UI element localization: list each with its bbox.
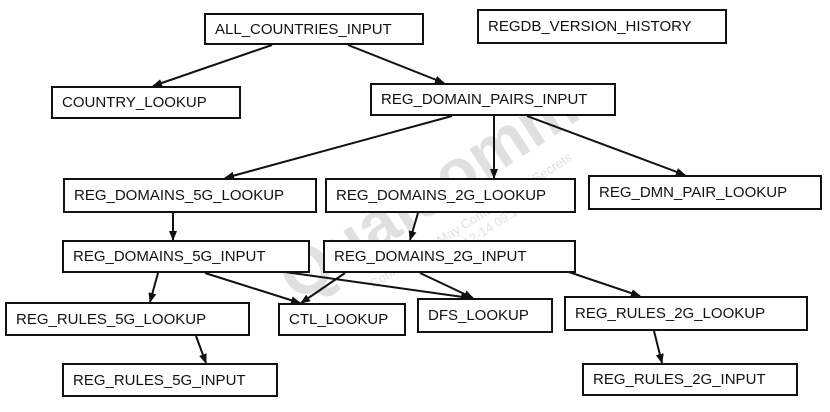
node-reg-rules-2g-input: REG_RULES_2G_INPUT <box>582 363 798 396</box>
node-label: REG_DOMAINS_2G_INPUT <box>334 248 527 265</box>
edge-reg-domain-pairs-input-to-reg-domains-5g-lookup <box>224 115 453 180</box>
node-reg-dmn-pair-lookup: REG_DMN_PAIR_LOOKUP <box>588 175 822 210</box>
edge-all-countries-input-to-country-lookup <box>152 44 273 87</box>
node-label: CTL_LOOKUP <box>289 311 389 328</box>
node-reg-domains-2g-lookup: REG_DOMAINS_2G_LOOKUP <box>325 178 576 213</box>
edge-reg-domains-5g-input-to-dfs-lookup <box>284 271 471 301</box>
node-label: REG_DMN_PAIR_LOOKUP <box>599 184 788 201</box>
node-label: REG_DOMAINS_5G_INPUT <box>73 248 266 265</box>
node-reg-rules-5g-input: REG_RULES_5G_INPUT <box>62 363 278 397</box>
edge-reg-domain-pairs-input-to-reg-dmn-pair-lookup <box>526 115 686 176</box>
node-label: DFS_LOOKUP <box>428 307 529 324</box>
edge-reg-rules-5g-lookup-to-reg-rules-5g-input <box>195 335 207 364</box>
node-reg-rules-5g-lookup: REG_RULES_5G_LOOKUP <box>5 302 250 336</box>
node-label: COUNTRY_LOOKUP <box>62 94 207 111</box>
node-label: ALL_COUNTRIES_INPUT <box>215 20 392 38</box>
node-ctl-lookup: CTL_LOOKUP <box>278 303 406 336</box>
node-label: REGDB_VERSION_HISTORY <box>488 18 692 35</box>
edge-reg-domains-2g-lookup-to-reg-domains-2g-input <box>408 212 419 241</box>
node-label: REG_DOMAIN_PAIRS_INPUT <box>381 91 588 108</box>
node-regdb-version-history: REGDB_VERSION_HISTORY <box>477 9 727 44</box>
node-label: REG_DOMAINS_2G_LOOKUP <box>336 187 547 204</box>
edge-reg-domains-2g-input-to-ctl-lookup <box>300 272 346 304</box>
node-label: REG_RULES_5G_LOOKUP <box>16 310 207 328</box>
edge-reg-domains-5g-input-to-reg-rules-5g-lookup <box>148 272 159 303</box>
node-country-lookup: COUNTRY_LOOKUP <box>51 86 241 119</box>
edge-reg-domains-5g-input-to-ctl-lookup <box>204 272 301 305</box>
node-label: REG_RULES_2G_INPUT <box>593 371 766 388</box>
node-label: REG_RULES_2G_LOOKUP <box>575 305 766 322</box>
node-reg-domains-2g-input: REG_DOMAINS_2G_INPUT <box>323 240 576 273</box>
node-label: REG_DOMAINS_5G_LOOKUP <box>74 187 285 204</box>
node-reg-domains-5g-input: REG_DOMAINS_5G_INPUT <box>62 240 310 273</box>
edge-reg-rules-2g-lookup-to-reg-rules-2g-input <box>653 330 664 364</box>
edge-reg-domains-2g-input-to-dfs-lookup <box>419 272 474 299</box>
node-all-countries-input: ALL_COUNTRIES_INPUT <box>204 13 424 45</box>
node-reg-domain-pairs-input: REG_DOMAIN_PAIRS_INPUT <box>370 83 616 116</box>
edge-all-countries-input-to-reg-domain-pairs-input <box>347 44 445 84</box>
node-reg-rules-2g-lookup: REG_RULES_2G_LOOKUP <box>564 296 808 331</box>
node-reg-domains-5g-lookup: REG_DOMAINS_5G_LOOKUP <box>63 178 317 213</box>
node-label: REG_RULES_5G_INPUT <box>73 371 246 389</box>
node-dfs-lookup: DFS_LOOKUP <box>417 298 553 333</box>
